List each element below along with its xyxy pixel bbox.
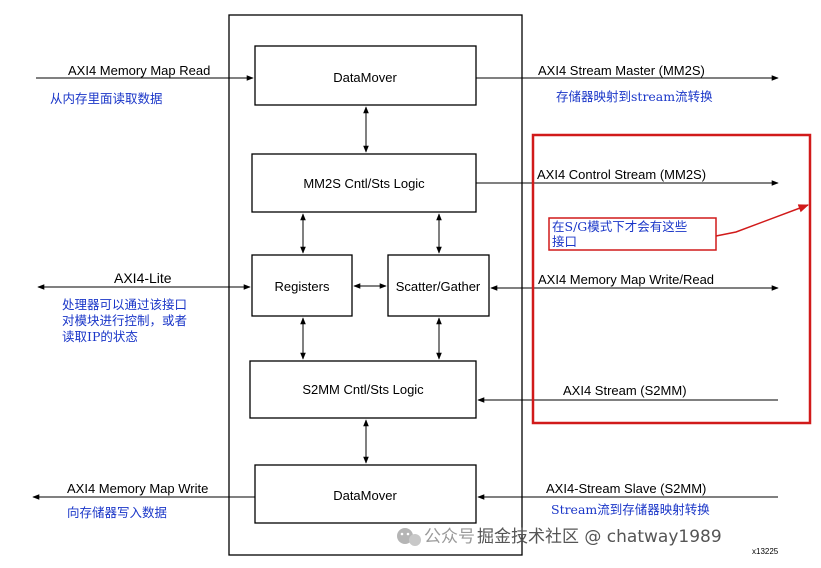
axi4-mm-write-label: AXI4 Memory Map Write bbox=[67, 481, 208, 496]
mm2s-logic-label: MM2S Cntl/Sts Logic bbox=[303, 176, 425, 191]
axi4-lite-note-2: 对模块进行控制，或者 bbox=[62, 313, 187, 328]
scatter-gather-block bbox=[387, 254, 490, 317]
watermark-text-2: 掘金技术社区 @ chatway1989 bbox=[477, 527, 722, 547]
axi4-stream-master-label: AXI4 Stream Master (MM2S) bbox=[538, 63, 705, 78]
axi4-lite-note-3: 读取IP的状态 bbox=[62, 329, 138, 344]
datamover-bottom-block bbox=[254, 464, 477, 524]
datamover-bottom-label: DataMover bbox=[333, 488, 397, 503]
axi4-lite-note-1: 处理器可以通过该接口 bbox=[62, 297, 187, 312]
sg-note-box bbox=[548, 217, 717, 251]
registers-block bbox=[251, 254, 353, 317]
figure-id: x13225 bbox=[752, 547, 779, 556]
sg-note-line-2: 接口 bbox=[552, 234, 577, 249]
sg-note-pointer bbox=[715, 204, 809, 237]
wechat-icon bbox=[397, 528, 421, 546]
s2mm-logic-label: S2MM Cntl/Sts Logic bbox=[302, 382, 424, 397]
axi4-stream-slave-label: AXI4-Stream Slave (S2MM) bbox=[546, 481, 706, 496]
registers-label: Registers bbox=[275, 279, 330, 294]
datamover-top-label: DataMover bbox=[333, 70, 397, 85]
s2mm-logic-block bbox=[249, 360, 477, 419]
scatter-gather-label: Scatter/Gather bbox=[396, 279, 481, 294]
axi4-mm-write-read-label: AXI4 Memory Map Write/Read bbox=[538, 272, 714, 287]
axi4-control-stream-label: AXI4 Control Stream (MM2S) bbox=[537, 167, 706, 182]
sg-note-line-1: 在S/G模式下才会有这些 bbox=[552, 219, 687, 234]
axi4-mm-read-label: AXI4 Memory Map Read bbox=[68, 63, 210, 78]
datamover-top-block bbox=[254, 45, 477, 106]
axi4-stream-s2mm-label: AXI4 Stream (S2MM) bbox=[563, 383, 687, 398]
axi4-stream-master-note: 存储器映射到stream流转换 bbox=[556, 89, 713, 104]
axi4-lite-label: AXI4-Lite bbox=[114, 270, 172, 286]
axi4-mm-read-note: 从内存里面读取数据 bbox=[50, 91, 163, 106]
axi4-stream-slave-note: Stream流到存储器映射转换 bbox=[551, 502, 710, 517]
watermark-text-1: 公众号 bbox=[424, 527, 475, 547]
mm2s-logic-block bbox=[251, 153, 477, 213]
sg-highlight-box bbox=[531, 133, 812, 425]
axi4-mm-write-note: 向存储器写入数据 bbox=[67, 505, 167, 520]
